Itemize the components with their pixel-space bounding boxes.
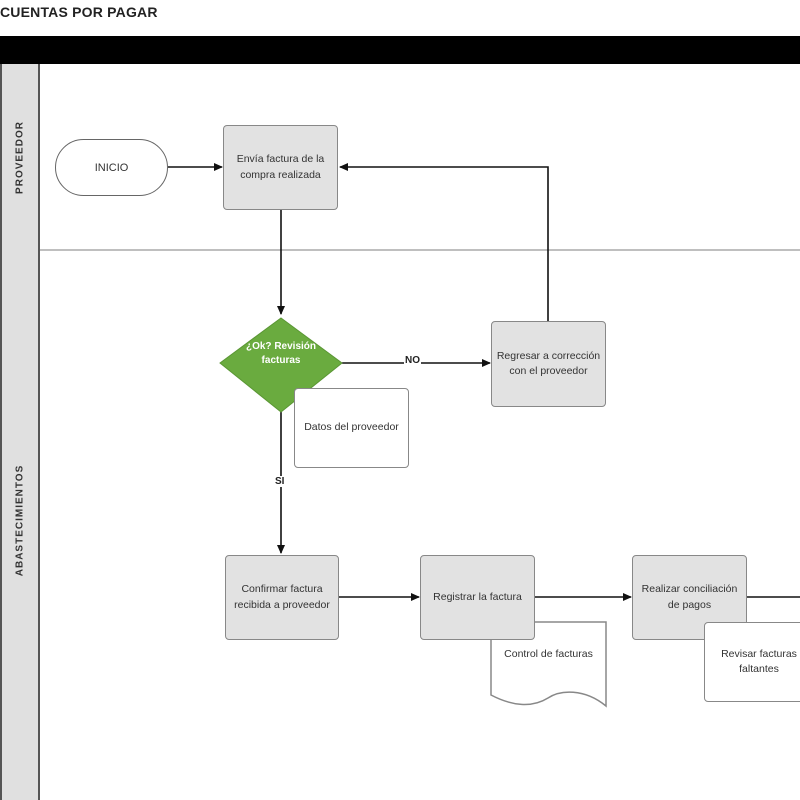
process-regresar: Regresar a corrección con el proveedor	[491, 321, 606, 407]
start-terminator: INICIO	[55, 139, 168, 196]
note-revisar-facturas: Revisar facturas faltantes	[704, 622, 800, 702]
process-confirmar-factura: Confirmar factura recibida a proveedor	[225, 555, 339, 640]
edge-label-no: NO	[404, 355, 421, 366]
decision-label: ¿Ok? Revisión facturas	[245, 341, 316, 366]
header-bar	[0, 36, 800, 64]
decision-diamond	[219, 317, 343, 413]
document-shape	[490, 621, 607, 708]
note-datos-proveedor: Datos del proveedor	[294, 388, 409, 468]
edge-label-si: SI	[274, 476, 286, 487]
document-control-facturas: Control de facturas	[504, 648, 593, 660]
process-registrar-factura: Registrar la factura	[420, 555, 535, 640]
diagram-title: CUENTAS POR PAGAR	[0, 4, 158, 20]
lane-label-column	[0, 64, 40, 800]
process-envia-factura: Envía factura de la compra realizada	[223, 125, 338, 210]
edge-regresar-envia	[339, 163, 549, 321]
